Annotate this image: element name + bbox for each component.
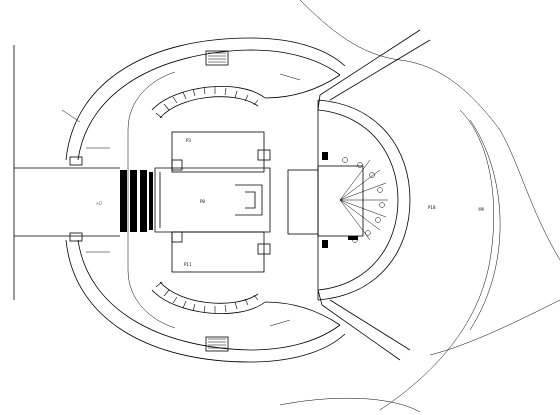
east-pavilion [287, 99, 411, 301]
diagonal-paths [264, 29, 431, 361]
inner-arc-bottom [151, 281, 266, 314]
annotation-leaders [61, 73, 301, 327]
east-garden-label: P18 [428, 205, 436, 210]
entrance-road [13, 45, 120, 300]
gate-hatch-top [205, 50, 229, 66]
entrance-stairs [120, 170, 153, 232]
center-hall-label: P8 [200, 199, 205, 204]
road-label: 道路 [478, 206, 484, 211]
gate-hatch-bottom [205, 336, 229, 352]
central-building [120, 131, 271, 273]
inner-enclosure [127, 71, 176, 329]
entry-label: 入口 [96, 201, 102, 205]
upper-room-label: P3 [186, 138, 191, 143]
outer-wall [65, 37, 346, 363]
lower-room-label: P11 [184, 262, 192, 267]
inner-arc-top [151, 86, 266, 119]
terrain-contours [279, 0, 560, 413]
